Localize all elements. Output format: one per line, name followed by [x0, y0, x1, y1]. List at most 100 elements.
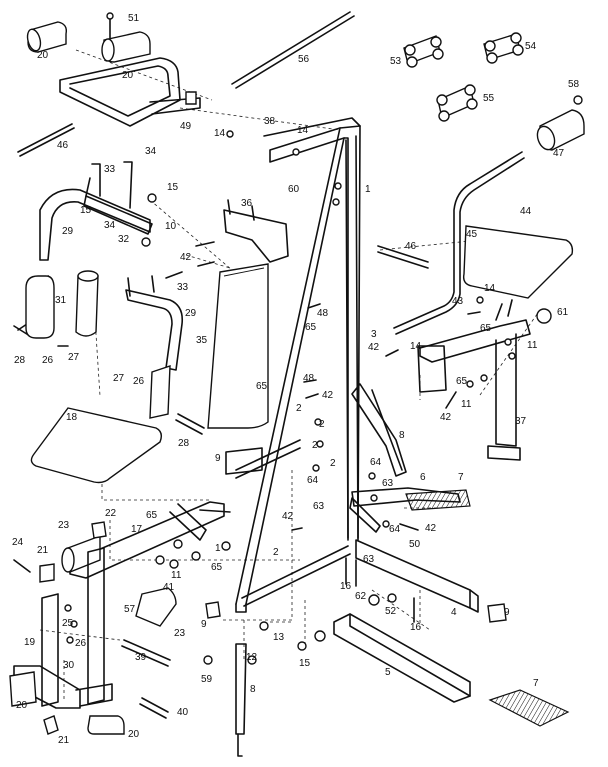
- part-label-13: 13: [273, 632, 285, 643]
- rod-40: [139, 697, 169, 719]
- pad-31-roller: [75, 270, 99, 337]
- frame-37: [417, 299, 531, 461]
- part-label-32: 32: [118, 234, 130, 245]
- base-leg-4: [355, 539, 507, 623]
- crossbar-17: [69, 501, 231, 579]
- rod-46-left: [17, 123, 75, 157]
- part-label-30: 30: [63, 660, 75, 671]
- part-label-9: 9: [215, 453, 221, 464]
- bolt-51: [106, 12, 114, 39]
- pad-20-top: [26, 21, 68, 53]
- cable-8-lower: [235, 643, 247, 757]
- part-label-41: 41: [163, 582, 175, 593]
- part-label-18: 18: [66, 412, 78, 423]
- part-label-51: 51: [128, 13, 140, 24]
- part-label-28: 28: [14, 355, 26, 366]
- part-label-16: 16: [410, 622, 422, 633]
- part-label-2: 2: [296, 403, 302, 414]
- part-label-50: 50: [409, 539, 421, 550]
- plate-53: [403, 35, 444, 68]
- part-label-42: 42: [282, 511, 294, 522]
- part-label-20: 20: [122, 70, 134, 81]
- part-label-19: 19: [24, 637, 36, 648]
- pad-31-left: [25, 275, 55, 339]
- part-label-2: 2: [273, 547, 279, 558]
- rod-39: [121, 639, 171, 667]
- part-label-65: 65: [480, 323, 492, 334]
- part-label-56: 56: [298, 54, 310, 65]
- part-label-48: 48: [303, 373, 315, 384]
- part-label-11: 11: [527, 340, 538, 351]
- seat-18: [30, 407, 163, 484]
- part-label-9: 9: [504, 607, 510, 618]
- part-label-42: 42: [368, 342, 380, 353]
- part-label-27: 27: [113, 373, 125, 384]
- frame-upright-1: [235, 117, 361, 613]
- part-label-14: 14: [297, 125, 309, 136]
- hardware-long-bolts: [13, 177, 481, 623]
- part-label-46: 46: [405, 241, 417, 252]
- part-label-65: 65: [146, 510, 158, 521]
- part-label-57: 57: [124, 604, 136, 615]
- part-label-60: 60: [288, 184, 300, 195]
- part-label-21: 21: [37, 545, 49, 556]
- part-label-1: 1: [365, 184, 371, 195]
- part-label-35: 35: [196, 335, 208, 346]
- part-label-63: 63: [363, 554, 375, 565]
- part-label-34: 34: [104, 220, 116, 231]
- part-label-26: 26: [133, 376, 145, 387]
- rod-56: [231, 11, 355, 89]
- part-label-12: 12: [246, 652, 258, 663]
- part-label-33: 33: [104, 164, 116, 175]
- part-label-6: 6: [420, 472, 426, 483]
- part-label-53: 53: [390, 56, 402, 67]
- part-label-7: 7: [458, 472, 464, 483]
- hardware-bolts: [64, 130, 516, 665]
- pad-21: [39, 563, 59, 735]
- pivot-61: [536, 308, 552, 324]
- rod-45: [393, 151, 525, 335]
- part-label-31: 31: [55, 295, 67, 306]
- part-label-42: 42: [425, 523, 437, 534]
- part-label-55: 55: [483, 93, 495, 104]
- part-label-62: 62: [355, 591, 367, 602]
- part-label-48: 48: [317, 308, 329, 319]
- part-label-17: 17: [131, 524, 143, 535]
- plate-55: [436, 84, 478, 122]
- part-label-22: 22: [105, 508, 117, 519]
- pedal-bracket-50: [349, 497, 381, 533]
- part-label-25: 25: [62, 618, 74, 629]
- part-label-59: 59: [201, 674, 213, 685]
- part-label-42: 42: [440, 412, 452, 423]
- pad-23-right: [135, 587, 177, 627]
- bracket-36: [223, 199, 289, 263]
- part-label-14: 14: [410, 341, 422, 352]
- base-5: [333, 613, 471, 703]
- part-label-64: 64: [307, 475, 319, 486]
- pad-47: [536, 95, 585, 151]
- part-label-20: 20: [37, 50, 49, 61]
- part-label-20: 20: [16, 700, 28, 711]
- pedal-6-7: [351, 487, 471, 511]
- part-label-63: 63: [382, 478, 394, 489]
- arm-29-right: [125, 275, 184, 419]
- rod-28-right: [175, 413, 205, 435]
- part-label-24: 24: [12, 537, 24, 548]
- part-label-7: 7: [533, 678, 539, 689]
- leg-frame-49: [59, 57, 201, 127]
- part-label-2: 2: [319, 419, 325, 430]
- part-label-38: 38: [264, 116, 276, 127]
- pad-20-seat-top: [101, 31, 151, 63]
- part-label-3: 3: [371, 329, 377, 340]
- part-label-61: 61: [557, 307, 569, 318]
- part-label-29: 29: [62, 226, 74, 237]
- part-label-10: 10: [165, 221, 177, 232]
- part-label-8: 8: [250, 684, 256, 695]
- part-label-2: 2: [330, 458, 336, 469]
- pad-20-bottom: [9, 671, 125, 735]
- part-label-40: 40: [177, 707, 189, 718]
- part-label-45: 45: [466, 229, 478, 240]
- part-label-9: 9: [201, 619, 207, 630]
